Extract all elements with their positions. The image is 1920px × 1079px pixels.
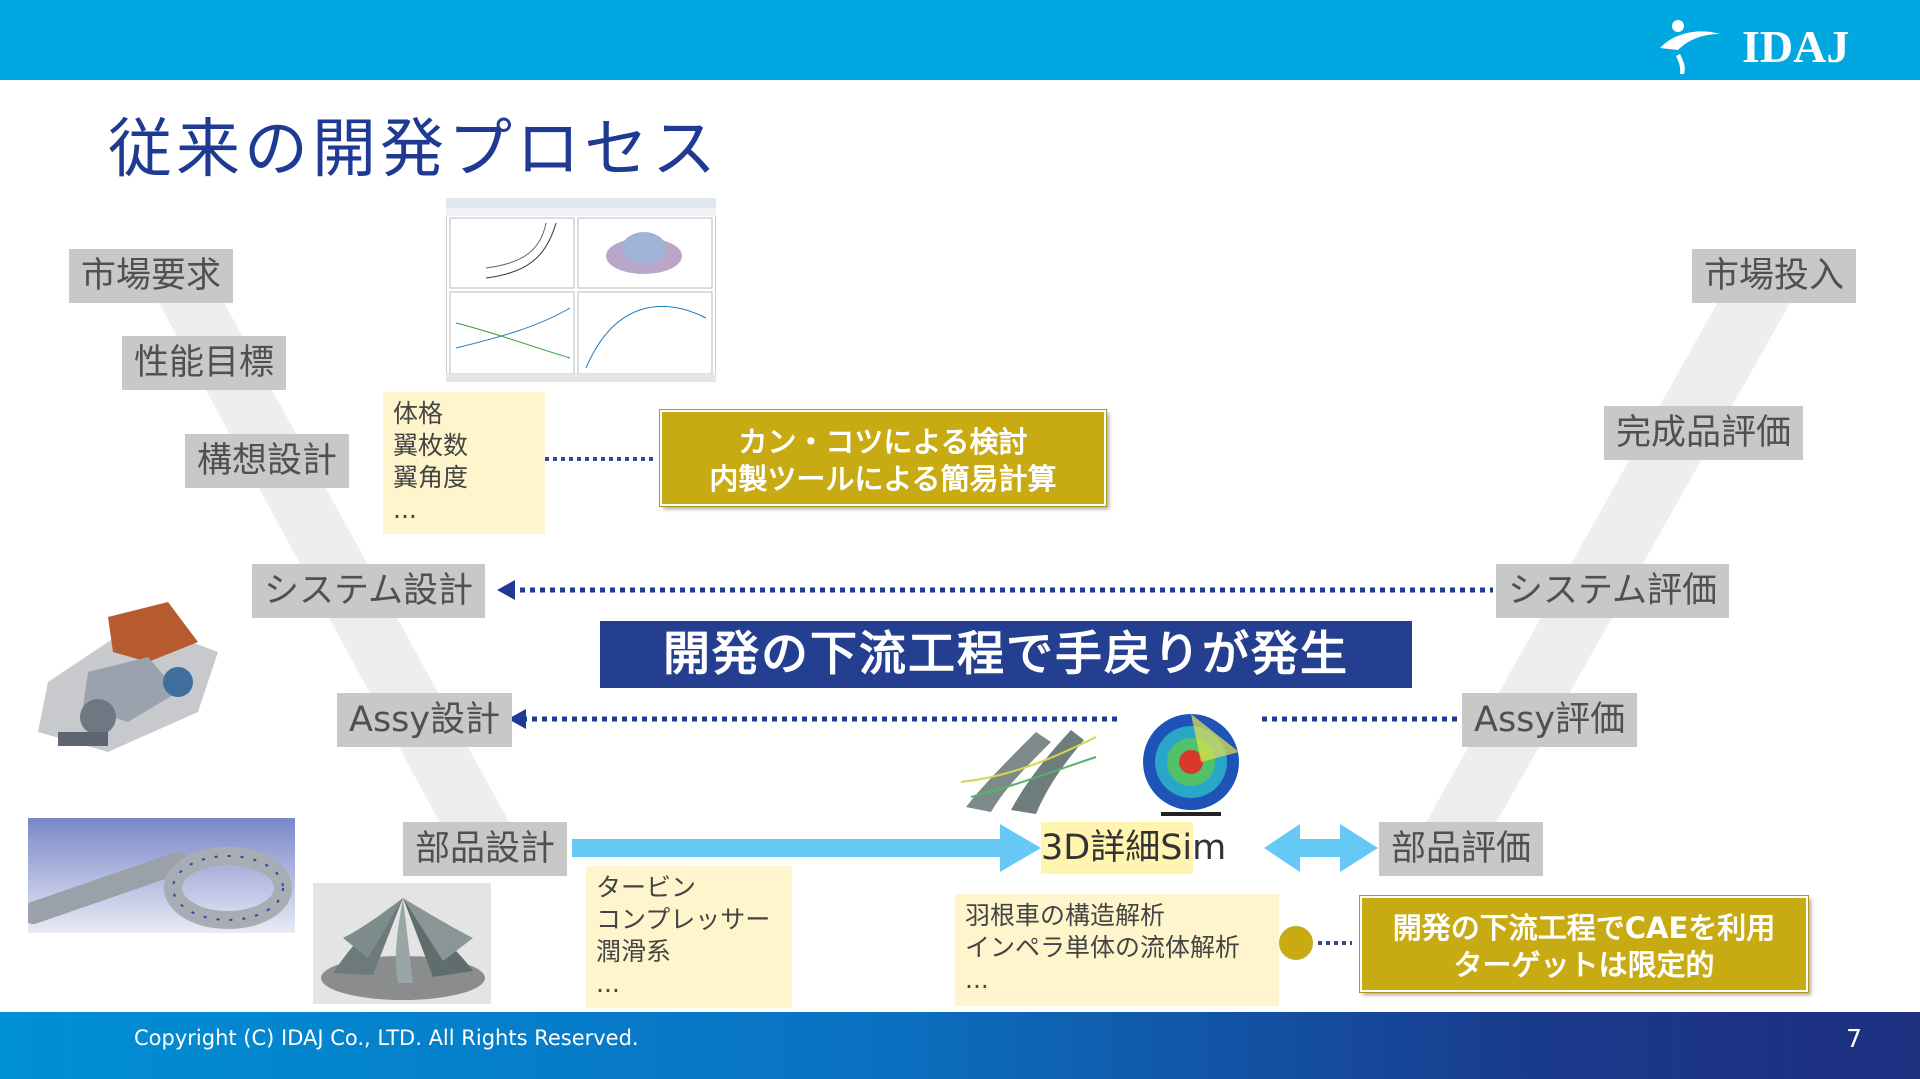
page-title: 従来の開発プロセス (108, 113, 720, 187)
part-to-sim-arrow (572, 839, 1004, 857)
stage-system-design: システム設計 (252, 564, 485, 618)
part-note-line: 潤滑系 (596, 937, 672, 966)
concept-note-line: 翼角度 (393, 463, 469, 492)
assy-arrowhead-icon (508, 709, 526, 729)
stage-concept-design: 構想設計 (185, 434, 350, 488)
stage-product-eval: 完成品評価 (1604, 406, 1804, 460)
pipe-component-image (28, 818, 295, 933)
impeller-image (313, 883, 491, 1004)
part-note-line: タービン (596, 873, 697, 902)
part-note-line: ... (596, 969, 620, 998)
engine-system-image (38, 602, 218, 752)
copyright-text: Copyright (C) IDAJ Co., LTD. All Rights … (134, 1026, 639, 1050)
stage-assy-design: Assy設計 (337, 693, 513, 747)
sim-right-arrowhead-icon (1340, 824, 1378, 872)
part-note: タービン コンプレッサー 潤滑系 ... (586, 866, 792, 1008)
stage-market-launch: 市場投入 (1692, 249, 1857, 303)
stage-part-eval: 部品評価 (1379, 822, 1544, 876)
cae-callout-line: 開発の下流工程でCAEを利用 (1392, 911, 1776, 945)
stage-system-eval: システム評価 (1496, 564, 1729, 618)
sim-note-line: 羽根車の構造解析 (965, 901, 1166, 930)
concept-note: 体格 翼枚数 翼角度 ... (383, 392, 545, 534)
stage-performance-target: 性能目標 (122, 336, 287, 390)
concept-callout-line: 内製ツールによる簡易計算 (709, 462, 1057, 496)
stage-part-design: 部品設計 (403, 822, 568, 876)
idaj-logo: IDAJ (1660, 20, 1849, 74)
sim-note: 羽根車の構造解析 インペラ単体の流体解析 ... (955, 894, 1279, 1006)
cae-callout-line: ターゲットは限定的 (1453, 948, 1715, 982)
design-tool-screenshot (446, 198, 716, 382)
concept-note-line: ... (393, 495, 417, 524)
rework-banner: 開発の下流工程で手戻りが発生 (600, 621, 1412, 688)
logo-text: IDAJ (1742, 21, 1849, 72)
concept-callout-line: カン・コツによる検討 (738, 425, 1028, 459)
system-arrowhead-icon (497, 580, 515, 600)
concept-callout: カン・コツによる検討 内製ツールによる簡易計算 (659, 409, 1107, 507)
sim-note-line: ... (965, 965, 989, 994)
footer-bar (0, 1012, 1920, 1079)
stage-market-request: 市場要求 (69, 249, 234, 303)
sim-left-arrowhead-icon (1264, 824, 1300, 872)
concept-note-line: 体格 (393, 399, 444, 428)
sim-dot-icon (1275, 922, 1317, 964)
sim-eval-arrow (1290, 839, 1340, 857)
page-number: 7 (1846, 1024, 1862, 1053)
flow-streamline-image (960, 730, 1097, 814)
cae-callout: 開発の下流工程でCAEを利用 ターゲットは限定的 (1359, 895, 1809, 993)
sim-note-line: インペラ単体の流体解析 (965, 933, 1241, 962)
sim-label: 3D詳細Sim (1041, 822, 1226, 874)
part-note-line: コンプレッサー (596, 905, 771, 934)
stress-contour-image (1121, 712, 1261, 818)
logo-mark-icon (1660, 20, 1720, 74)
part-to-sim-arrowhead-icon (1000, 824, 1041, 872)
header-bar (0, 0, 1920, 80)
concept-note-line: 翼枚数 (393, 431, 469, 460)
stage-assy-eval: Assy評価 (1462, 693, 1638, 747)
